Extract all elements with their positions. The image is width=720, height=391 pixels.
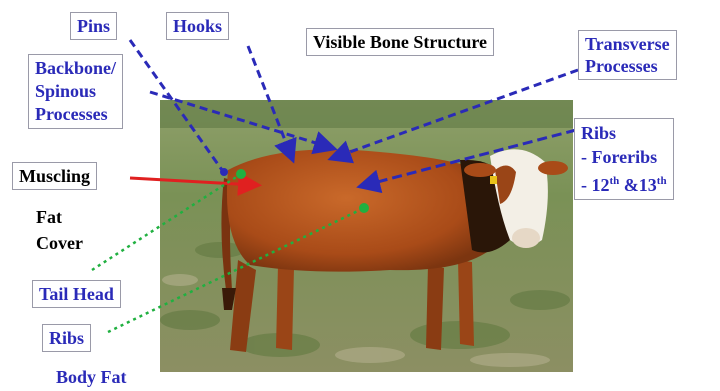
- ribs-bone-arrow: [362, 130, 576, 186]
- label-backbone-line2: Spinous: [35, 80, 116, 103]
- title-visible-bone-structure: Visible Bone Structure: [306, 28, 494, 56]
- label-transverse-processes: Transverse Processes: [578, 30, 677, 80]
- label-ribs-bone: Ribs - Foreribs - 12th &13th: [574, 118, 674, 200]
- label-fat-cover-line1: Fat: [36, 204, 83, 230]
- label-fat-cover: Fat Cover: [30, 202, 89, 258]
- muscling-arrow: [130, 178, 256, 185]
- label-ribs-fat: Ribs: [42, 324, 91, 352]
- label-tail-head: Tail Head: [32, 280, 121, 308]
- label-backbone-spinous-processes: Backbone/ Spinous Processes: [28, 54, 123, 129]
- label-ribs-bone-line1: Ribs: [581, 121, 667, 145]
- label-pins: Pins: [70, 12, 117, 40]
- label-transverse-line1: Transverse: [585, 33, 670, 55]
- pins-point: [220, 168, 228, 176]
- label-ribs-bone-line3: - 12th &13th: [581, 169, 667, 197]
- label-hooks: Hooks: [166, 12, 229, 40]
- label-backbone-line3: Processes: [35, 103, 116, 126]
- label-ribs-bone-sup1: th: [610, 175, 620, 187]
- tail-head-fat-line: [92, 174, 241, 270]
- ribs-fat-line: [108, 208, 364, 332]
- label-fat-cover-line2: Cover: [36, 230, 83, 256]
- backbone-arrow: [150, 92, 332, 148]
- hooks-arrow: [248, 46, 292, 158]
- label-ribs-bone-sup2: th: [657, 175, 667, 187]
- pins-arrow: [130, 40, 222, 170]
- label-muscling: Muscling: [12, 162, 97, 190]
- transverse-arrow: [333, 70, 578, 158]
- label-ribs-bone-line2: - Foreribs: [581, 145, 667, 169]
- label-backbone-line1: Backbone/: [35, 57, 116, 80]
- label-transverse-line2: Processes: [585, 55, 670, 77]
- label-ribs-bone-12: - 12: [581, 175, 610, 195]
- label-ribs-bone-13: &13: [619, 175, 657, 195]
- label-body-fat: Body Fat: [50, 366, 133, 390]
